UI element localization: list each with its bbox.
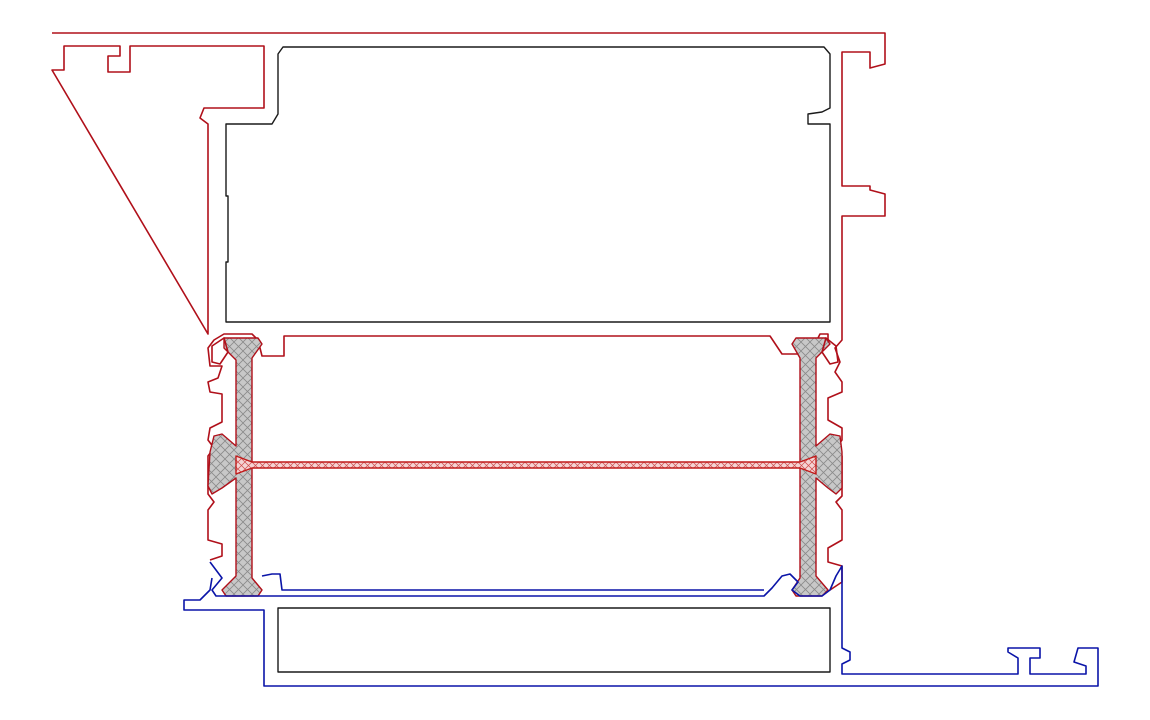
horizontal-connector-bar [235,455,817,475]
left-gasket [211,337,229,365]
upper-profile-outline [51,32,886,591]
left-thermal-break [207,337,263,597]
lower-inner-chamber [277,607,831,673]
upper-inner-chamber [225,46,831,323]
right-gasket [821,337,839,365]
lower-profile-outline [183,561,1099,687]
lower-break-base-line [261,573,764,591]
